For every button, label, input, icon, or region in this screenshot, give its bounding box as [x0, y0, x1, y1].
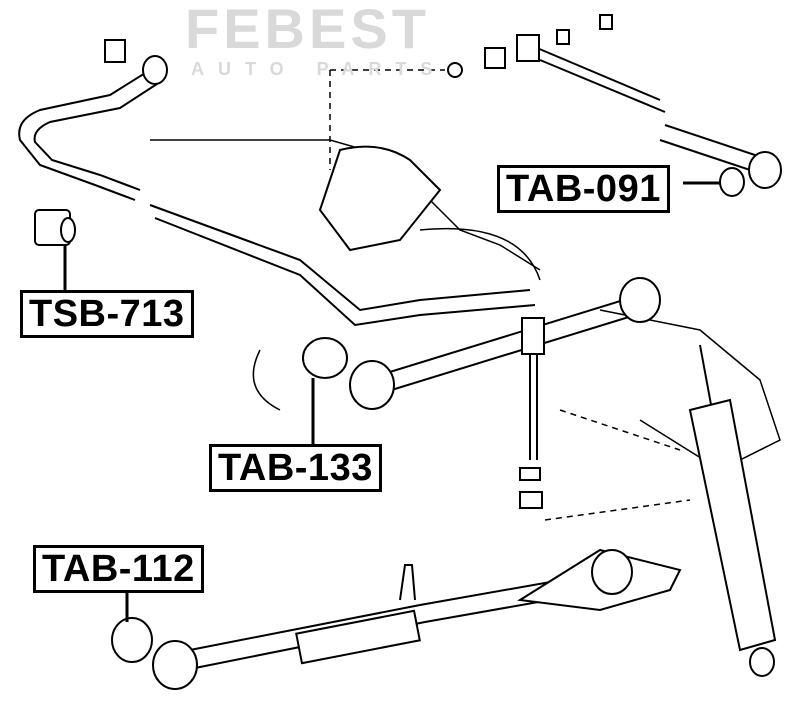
part-label-tab112[interactable]: TAB-112 — [33, 545, 204, 593]
leader-lines — [63, 181, 720, 622]
shock-absorber — [688, 344, 777, 677]
part-label-tab133[interactable]: TAB-133 — [209, 444, 382, 492]
upper-arm-tab091 — [447, 14, 782, 197]
lateral-arm-tab133 — [302, 277, 661, 509]
watermark-tagline: AUTO PARTS — [191, 59, 447, 79]
lower-arm-tab112 — [111, 548, 682, 690]
stabilizer-bar — [18, 39, 536, 327]
watermark-brand: FEBEST — [185, 0, 430, 60]
bushing-tsb713 — [34, 209, 76, 246]
part-label-tsb713[interactable]: TSB-713 — [20, 290, 194, 338]
part-label-tab091[interactable]: TAB-091 — [497, 165, 670, 213]
